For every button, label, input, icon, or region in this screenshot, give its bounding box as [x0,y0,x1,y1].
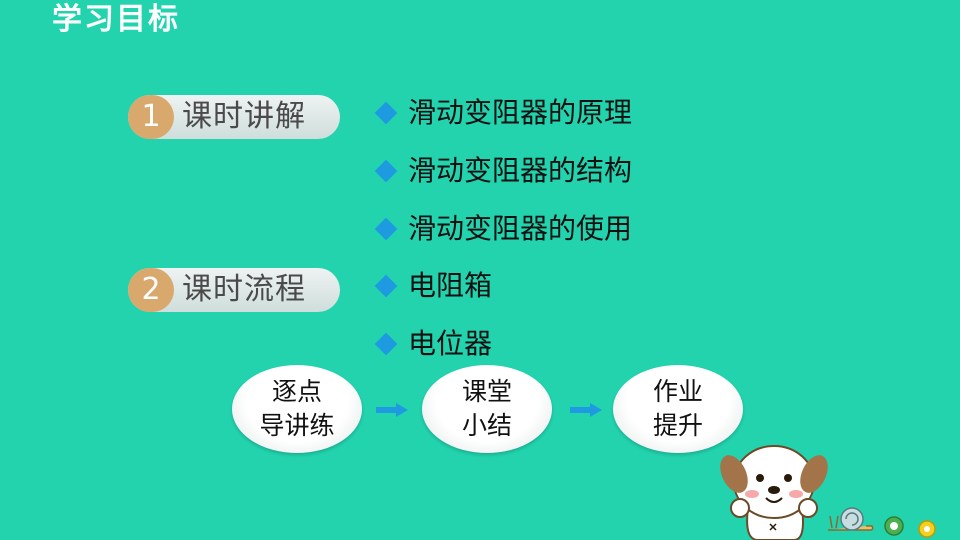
goal-text: 电位器 [408,327,493,360]
flow-step-line: 逐点 [271,377,322,406]
flow-step-line: 小结 [461,411,512,440]
diamond-bullet-icon [374,332,398,355]
diamond-bullet-icon [374,101,398,124]
flow-step-line: 提升 [652,411,703,440]
page-title: 学习目标 [52,2,180,37]
goal-item: 滑动变阻器的原理 [372,93,632,133]
snail-icon [828,507,874,531]
diamond-bullet-icon [374,274,398,297]
flow-step-homework[interactable]: 作业 提升 [613,365,743,453]
candy-icon [918,520,936,538]
section-label: 课时流程 [182,272,306,307]
goal-text: 滑动变阻器的使用 [408,212,633,245]
diamond-bullet-icon [374,217,398,240]
section-process[interactable]: 2 课时流程 [128,268,340,312]
section-lecture[interactable]: 1 课时讲解 [128,95,340,139]
goal-item: 滑动变阻器的使用 [372,209,632,249]
goal-text: 电阻箱 [408,269,493,302]
section-number-badge: 2 [128,268,174,312]
flow-step-summary[interactable]: 课堂 小结 [422,365,552,453]
flow-step-line: 导讲练 [259,411,335,440]
goal-item: 电位器 [372,324,492,364]
flow-step-line: 作业 [652,377,703,406]
arrow-right-icon [570,403,602,417]
arrow-right-icon [376,403,408,417]
section-label: 课时讲解 [182,99,306,134]
goal-text: 滑动变阻器的原理 [408,96,633,129]
flow-step-practice[interactable]: 逐点 导讲练 [232,365,362,453]
goal-item: 电阻箱 [372,266,492,306]
goal-text: 滑动变阻器的结构 [408,154,633,187]
goal-item: 滑动变阻器的结构 [372,151,632,191]
section-number-badge: 1 [128,95,174,139]
diamond-bullet-icon [374,159,398,182]
candy-icon [884,516,904,536]
cartoon-dog-icon [720,445,828,540]
flow-step-line: 课堂 [461,377,512,406]
